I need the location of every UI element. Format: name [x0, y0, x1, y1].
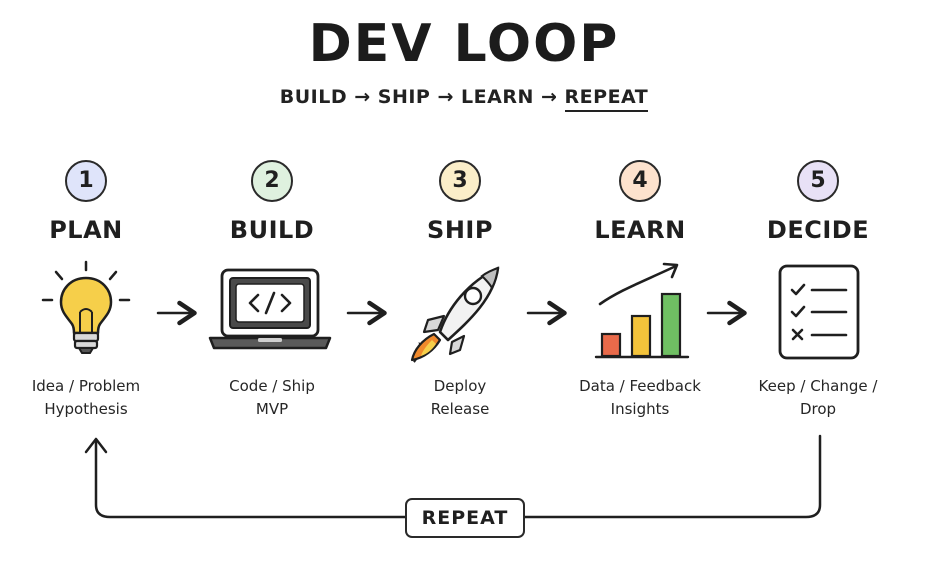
caption-line: Insights: [610, 400, 670, 418]
caption-line: MVP: [255, 400, 289, 418]
caption-line: Data / Feedback: [579, 377, 701, 395]
checklist-icon: [778, 264, 860, 360]
caption-line: Release: [430, 400, 490, 418]
step-caption: Idea / Problem Hypothesis: [6, 375, 166, 421]
step-number-badge: 3: [439, 160, 481, 202]
lightbulb-icon: [41, 260, 131, 354]
caption-line: Code / Ship: [229, 377, 315, 395]
step-learn: 4 LEARN Data / Feedback Insights: [560, 160, 720, 418]
rocket-icon: [410, 266, 500, 363]
step-title: LEARN: [594, 216, 686, 244]
diagram-title: DEV LOOP: [308, 14, 620, 74]
repeat-label-box: REPEAT: [405, 498, 525, 538]
step-title: BUILD: [229, 216, 315, 244]
bar-chart-icon: [594, 262, 690, 359]
subtitle-step-repeat: REPEAT: [564, 86, 649, 112]
subtitle-step-build: BUILD: [279, 86, 348, 108]
caption-line: Hypothesis: [44, 400, 128, 418]
subtitle-step-ship: SHIP: [377, 86, 431, 108]
step-title: PLAN: [49, 216, 123, 244]
subtitle-arrow: →: [354, 86, 371, 108]
step-number-badge: 5: [797, 160, 839, 202]
subtitle-arrow: →: [540, 86, 558, 108]
step-caption: Code / Ship MVP: [192, 375, 352, 421]
subtitle-arrow: →: [437, 86, 454, 108]
step-caption: Keep / Change / Drop: [738, 375, 898, 421]
caption-line: Keep / Change /: [758, 377, 878, 395]
loop-subtitle: BUILD → SHIP → LEARN → REPEAT: [0, 86, 928, 112]
step-plan: 1 PLAN Idea / Problem Hypothesis: [6, 160, 166, 418]
step-caption: Data / Feedback Insights: [560, 375, 720, 421]
caption-line: Deploy: [433, 377, 487, 395]
step-caption: Deploy Release: [380, 375, 540, 421]
caption-line: Idea / Problem: [31, 377, 141, 395]
step-build: 2 BUILD Code / Ship MVP: [192, 160, 352, 418]
step-number-badge: 1: [65, 160, 107, 202]
step-title: DECIDE: [766, 216, 870, 244]
step-number-badge: 4: [619, 160, 661, 202]
repeat-loop-arrowhead: [84, 437, 108, 454]
subtitle-step-learn: LEARN: [461, 86, 534, 108]
step-decide: 5 DECIDE Keep / Change / Drop: [738, 160, 898, 418]
step-title: SHIP: [427, 216, 493, 244]
laptop-code-icon: [208, 268, 332, 350]
step-number-badge: 2: [251, 160, 293, 202]
step-ship: 3 SHIP Deploy Release: [380, 160, 540, 418]
caption-line: Drop: [799, 400, 837, 418]
